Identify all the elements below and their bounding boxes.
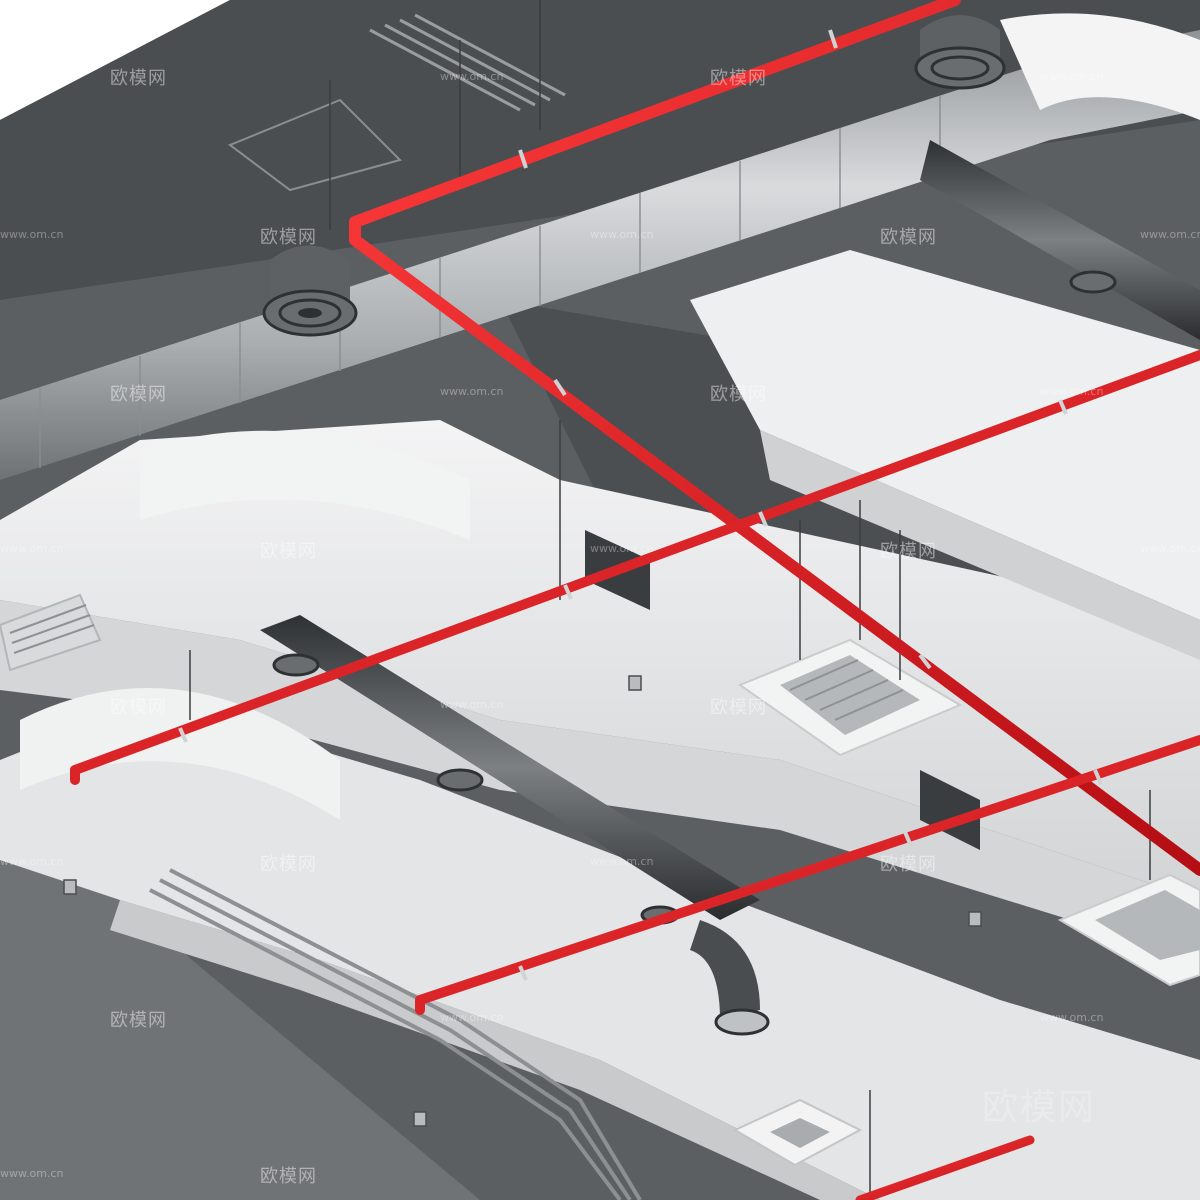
watermark-url: www.om.cn — [0, 228, 64, 241]
rect-duct-white — [0, 420, 1200, 900]
watermark-url: www.om.cn — [440, 698, 504, 711]
watermark-url: www.om.cn — [1040, 1011, 1104, 1024]
pipe-clamps — [178, 29, 1103, 981]
rect-duct-white-upper-face — [760, 430, 1200, 660]
watermark-brand: 欧模网 — [880, 541, 937, 562]
watermark-url: www.om.cn — [440, 385, 504, 398]
conduit-bundle — [149, 868, 642, 1200]
watermark-brand: 欧模网 — [110, 384, 167, 405]
watermark-url: www.om.cn — [590, 542, 654, 555]
watermark-url: www.om.cn — [1040, 70, 1104, 83]
watermark-url: www.om.cn — [0, 1167, 64, 1180]
watermark-url: www.om.cn — [1140, 542, 1200, 555]
watermark-url: www.om.cn — [590, 228, 654, 241]
sprinkler-heads — [63, 675, 982, 1127]
cassette-ac-unit — [1057, 873, 1200, 987]
watermark-brand: 欧模网 — [260, 1166, 317, 1187]
hanger-rods — [189, 0, 1151, 1200]
spiral-duct-dark-upper — [920, 140, 1200, 340]
watermark-brand: 欧模网 — [880, 227, 937, 248]
watermark-url: www.om.cn — [1040, 385, 1104, 398]
duct-elbow-white — [1000, 13, 1200, 120]
watermark-brand: 欧模网 — [110, 1010, 167, 1031]
watermark-url: www.om.cn — [0, 542, 64, 555]
sprinkler-pipe-network — [65, 0, 1200, 1200]
watermark-url: www.om.cn — [0, 855, 64, 868]
watermark-brand: 欧模网 — [710, 384, 767, 405]
watermark-brand: 欧模网 — [260, 227, 317, 248]
concrete-slab-top — [0, 0, 1200, 300]
watermark-brand: 欧模网 — [710, 68, 767, 89]
watermark-url: www.om.cn — [590, 855, 654, 868]
cassette-ac-unit — [737, 638, 963, 757]
watermark-logo: 欧模网 — [982, 1087, 1097, 1128]
rect-duct-white-lower — [0, 700, 1200, 1200]
round-diffuser — [262, 245, 358, 337]
rect-duct-white-lower-face — [110, 900, 880, 1200]
duct-elbow-dark — [690, 920, 760, 1020]
arched-duct-lower — [20, 688, 340, 820]
ceiling-panel — [227, 98, 402, 192]
duct-opening — [714, 1008, 770, 1036]
round-diffuser — [1069, 270, 1117, 294]
watermark-brand: 欧模网 — [110, 697, 167, 718]
watermark-url: www.om.cn — [1140, 228, 1200, 241]
spiral-duct-dark-lower — [260, 615, 760, 920]
watermark-brand: 欧模网 — [880, 854, 937, 875]
square-diffuser — [732, 1098, 863, 1167]
watermark-url: www.om.cn — [440, 1011, 504, 1024]
watermark-url: www.om.cn — [440, 70, 504, 83]
round-diffuser — [914, 15, 1006, 90]
arched-duct — [140, 430, 470, 540]
linear-grille — [0, 593, 102, 672]
watermark-brand: 欧模网 — [260, 854, 317, 875]
rect-duct-white-upper — [690, 250, 1200, 620]
watermark-brand: 欧模网 — [260, 541, 317, 562]
watermark-brand: 欧模网 — [110, 68, 167, 89]
watermark-brand: 欧模网 — [710, 697, 767, 718]
